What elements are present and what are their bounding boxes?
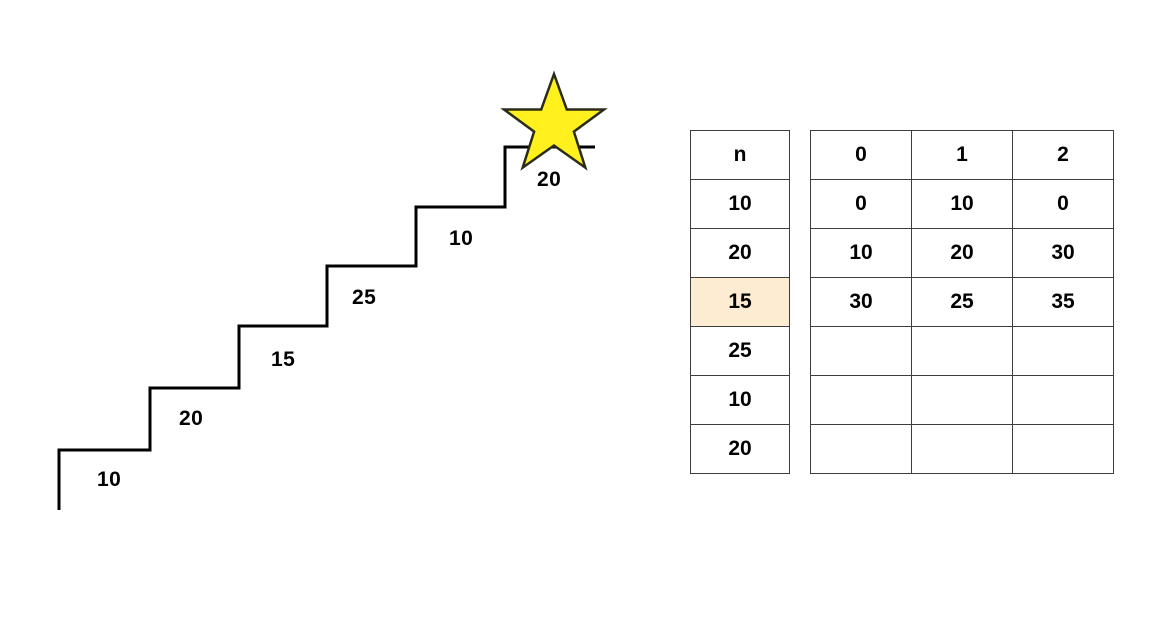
table-row	[810, 326, 1114, 376]
dp-cell-r1-c2[interactable]: 30	[1012, 228, 1114, 278]
table-row: 10	[690, 179, 790, 229]
table-row: 10	[690, 375, 790, 425]
dp-header-col-1: 1	[911, 130, 1013, 180]
step-cost-label-2: 20	[179, 407, 204, 430]
table-row: 20	[690, 424, 790, 474]
step-cost-label-6: 20	[537, 168, 562, 191]
table-row-header: n	[690, 130, 790, 180]
table-row: 15	[690, 277, 790, 327]
dp-cell-r0-c0[interactable]: 0	[810, 179, 912, 229]
dp-cell-r2-c1[interactable]: 25	[911, 277, 1013, 327]
staircase-diagram: 10 20 15 25 10 20	[0, 0, 640, 560]
cost-cell-4[interactable]: 10	[690, 375, 790, 425]
dp-cell-r2-c2[interactable]: 35	[1012, 277, 1114, 327]
dp-cell-r1-c0[interactable]: 10	[810, 228, 912, 278]
dp-cell-r4-c1[interactable]	[911, 375, 1013, 425]
table-row: 30 25 35	[810, 277, 1114, 327]
step-cost-label-1: 10	[97, 468, 122, 491]
dp-cell-r5-c2[interactable]	[1012, 424, 1114, 474]
dp-cell-r1-c1[interactable]: 20	[911, 228, 1013, 278]
staircase-path	[57, 145, 595, 510]
table-row	[810, 424, 1114, 474]
cost-table-header-cell: n	[690, 130, 790, 180]
cost-cell-3[interactable]: 25	[690, 326, 790, 376]
goal-star-icon	[500, 70, 608, 171]
step-cost-label-4: 25	[352, 286, 377, 309]
cost-cell-1[interactable]: 20	[690, 228, 790, 278]
staircase-outline	[57, 70, 608, 510]
dp-cell-r5-c0[interactable]	[810, 424, 912, 474]
dp-cell-r0-c2[interactable]: 0	[1012, 179, 1114, 229]
table-row	[810, 375, 1114, 425]
dp-cell-r3-c0[interactable]	[810, 326, 912, 376]
dp-grid-table: 0 1 2 0 10 0 10 20 30 30 25 35	[810, 130, 1114, 474]
dp-cell-r5-c1[interactable]	[911, 424, 1013, 474]
table-row: 10 20 30	[810, 228, 1114, 278]
table-row: 20	[690, 228, 790, 278]
dp-cell-r4-c2[interactable]	[1012, 375, 1114, 425]
cost-array-table: n 10 20 15 25 10 20	[690, 130, 790, 474]
dp-header-col-0: 0	[810, 130, 912, 180]
dp-cell-r2-c0[interactable]: 30	[810, 277, 912, 327]
cost-cell-5[interactable]: 20	[690, 424, 790, 474]
dp-cell-r4-c0[interactable]	[810, 375, 912, 425]
cost-cell-2-highlighted[interactable]: 15	[690, 277, 790, 327]
dp-cell-r3-c2[interactable]	[1012, 326, 1114, 376]
table-row-header: 0 1 2	[810, 130, 1114, 180]
table-row: 25	[690, 326, 790, 376]
step-cost-label-3: 15	[271, 348, 296, 371]
dp-cell-r3-c1[interactable]	[911, 326, 1013, 376]
dp-header-col-2: 2	[1012, 130, 1114, 180]
step-cost-label-5: 10	[449, 227, 474, 250]
table-row: 0 10 0	[810, 179, 1114, 229]
cost-cell-0[interactable]: 10	[690, 179, 790, 229]
dp-cell-r0-c1[interactable]: 10	[911, 179, 1013, 229]
